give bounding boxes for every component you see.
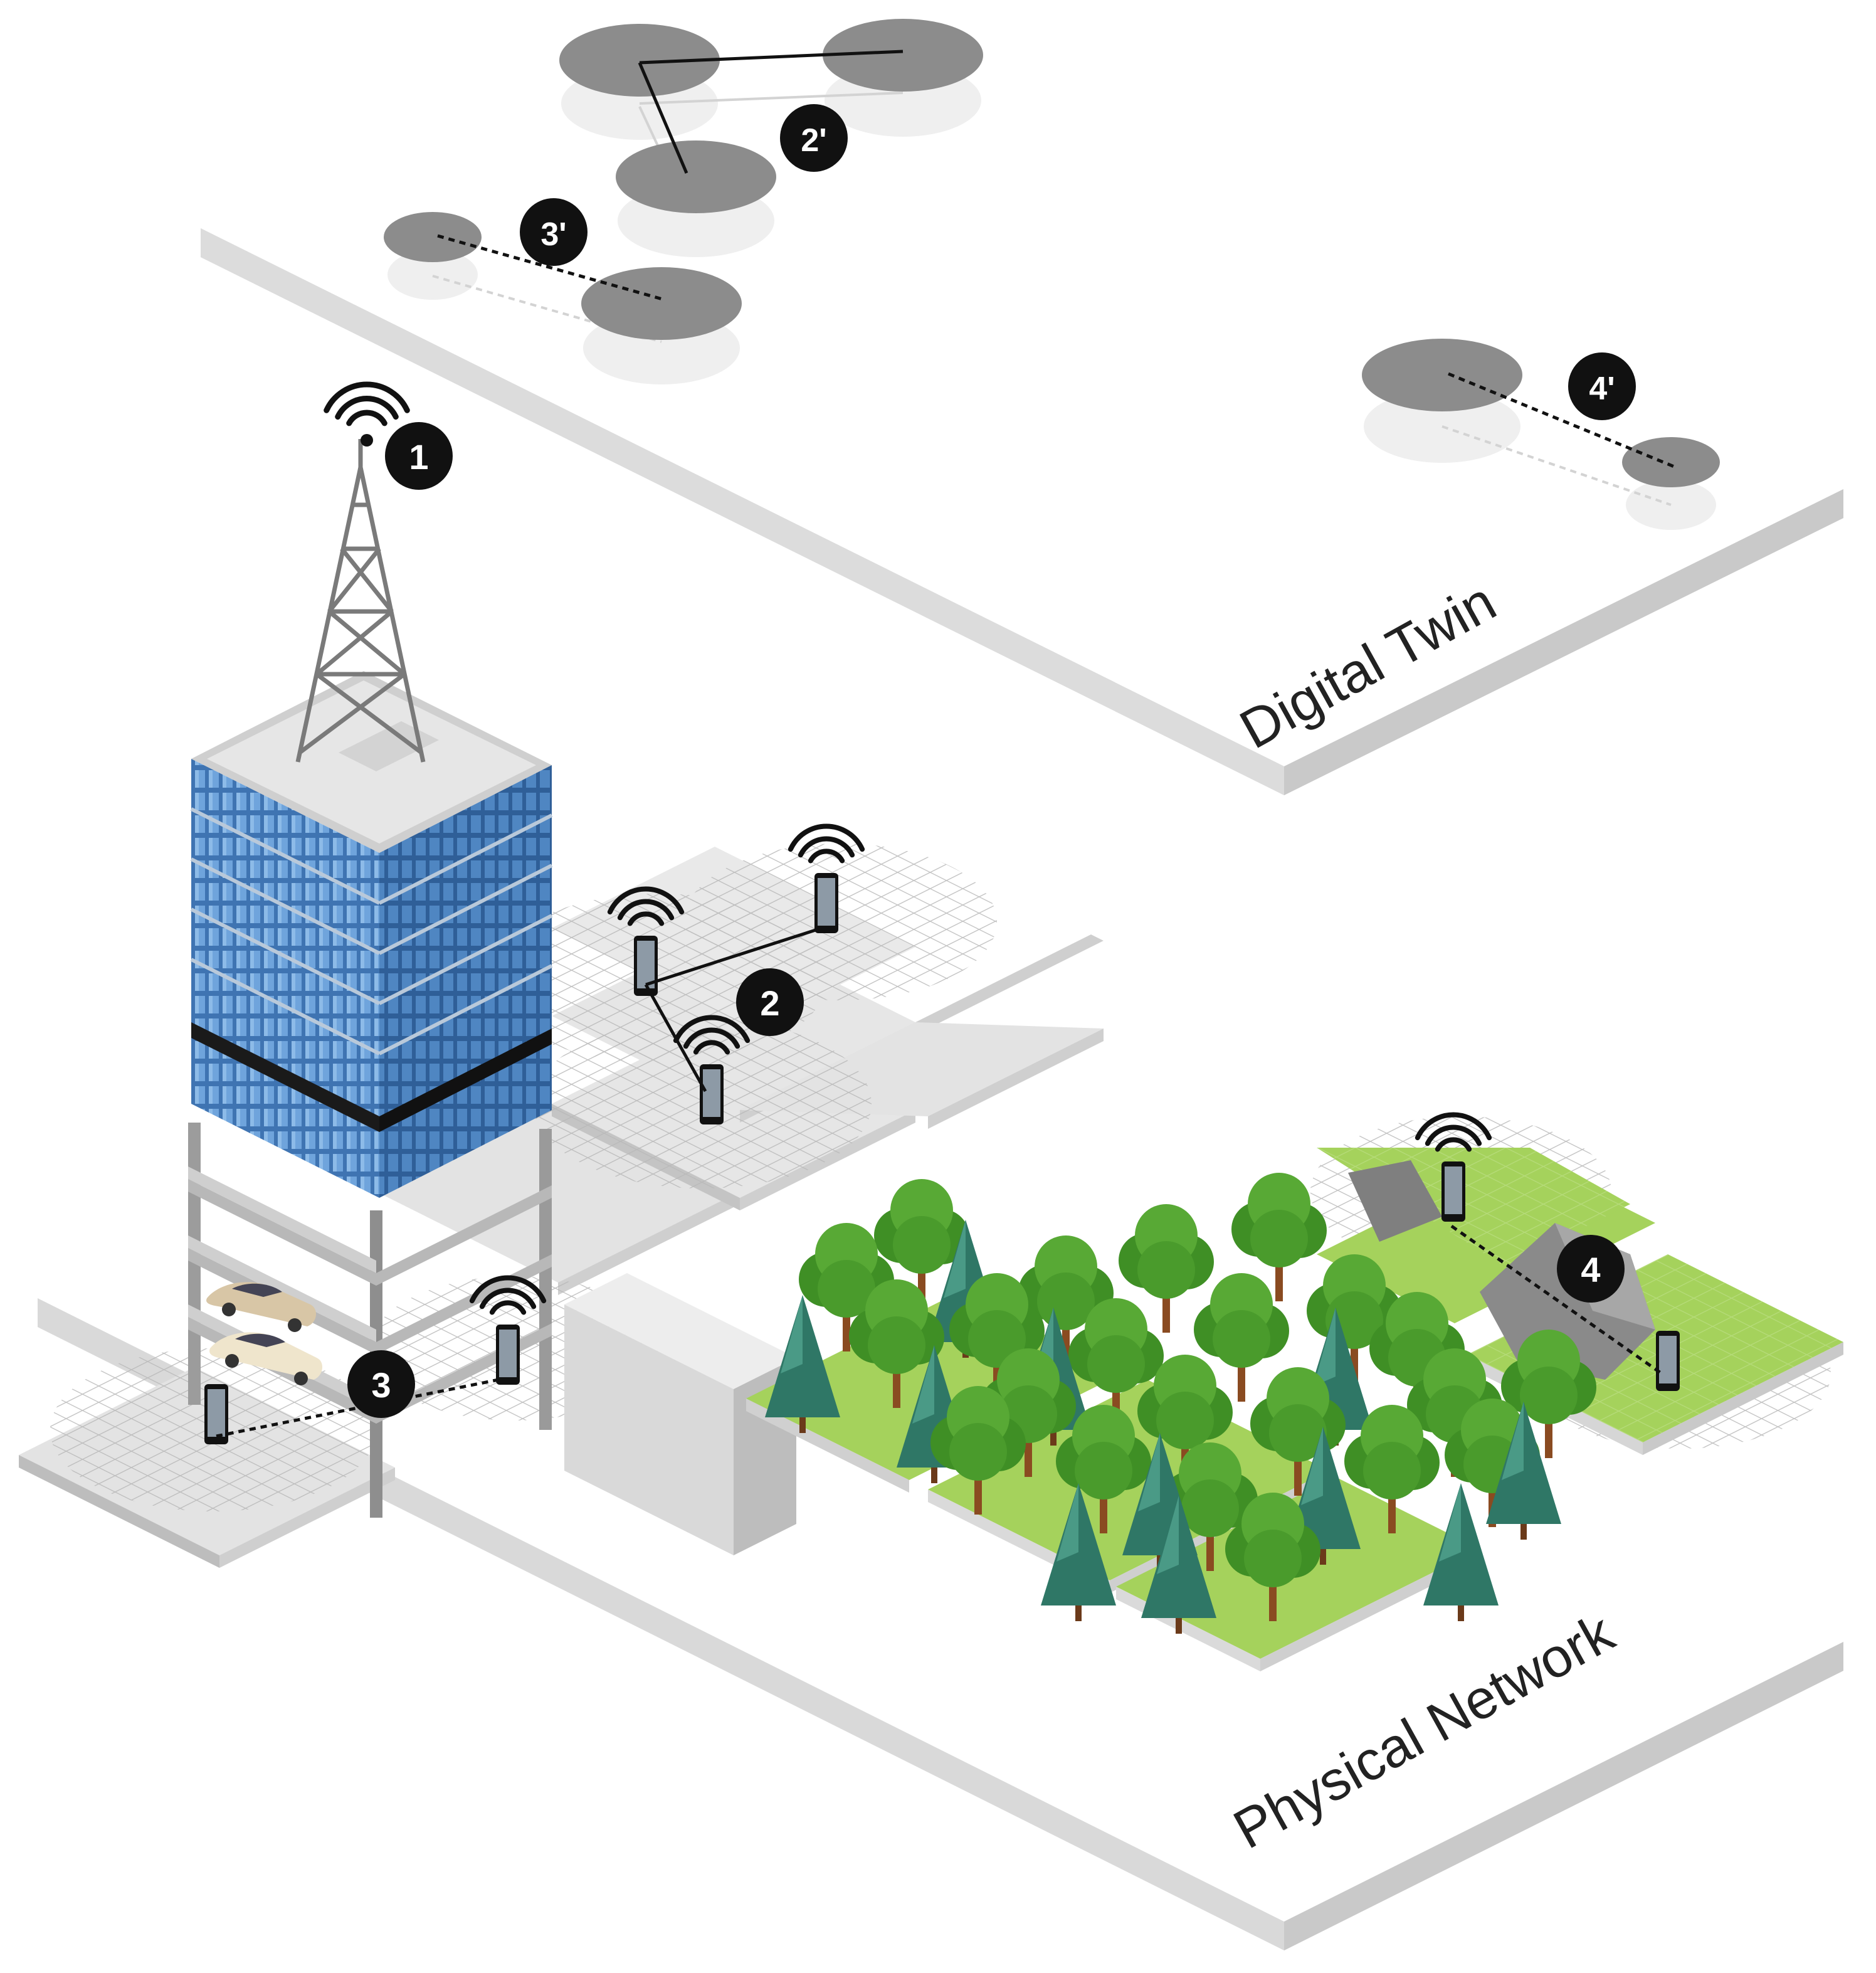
twin-links	[437, 50, 1675, 468]
tree-icon	[1194, 1273, 1289, 1402]
tree-icon	[849, 1279, 944, 1408]
pine-tree-icon	[1423, 1483, 1499, 1621]
car-2	[209, 1332, 323, 1385]
link-2-ab	[645, 926, 822, 987]
tree-icon	[1068, 1298, 1164, 1427]
twin-node-2b	[823, 19, 983, 92]
physical-links	[216, 926, 1663, 1438]
twin-node-2c	[616, 140, 776, 213]
twin-link-2-ac	[638, 62, 688, 174]
smartphone-icon	[634, 936, 658, 996]
pine-tree-icon	[1486, 1402, 1561, 1540]
badge-1: 1	[385, 422, 453, 490]
pine-tree-icon	[1285, 1427, 1361, 1565]
tree-icon	[1250, 1367, 1346, 1496]
twin-link-4	[1448, 372, 1675, 468]
badge-2-prime: 2'	[780, 104, 848, 172]
pine-tree-icon	[1041, 1483, 1116, 1621]
smartphone-icon	[204, 1384, 228, 1444]
office-building	[190, 671, 553, 1198]
tree-icon	[1119, 1204, 1214, 1333]
svg-text:3': 3'	[540, 216, 566, 253]
badge-3-prime: 3'	[520, 198, 588, 266]
smartphone-icon	[496, 1325, 520, 1385]
tree-icon	[799, 1223, 894, 1351]
svg-text:2: 2	[760, 983, 779, 1023]
forest	[765, 1173, 1596, 1634]
smartphone-icon	[1441, 1161, 1465, 1222]
digital-twin-platform: Digital Twin	[201, 228, 1843, 795]
smartphone-icon	[814, 873, 838, 933]
parking-garage	[188, 1123, 552, 1518]
tree-icon	[1501, 1330, 1596, 1458]
pine-tree-icon	[1141, 1496, 1216, 1634]
twin-nodes	[384, 19, 1720, 487]
tree-icon	[1231, 1173, 1327, 1301]
antenna-tip	[361, 434, 373, 447]
badge-4-prime: 4'	[1568, 352, 1636, 420]
svg-text:2': 2'	[801, 122, 826, 159]
link-3	[216, 1378, 499, 1438]
svg-text:1: 1	[409, 437, 428, 477]
twin-link-3	[437, 234, 665, 302]
devices	[204, 826, 1680, 1444]
car-1	[206, 1282, 317, 1332]
twin-node-3a	[384, 212, 482, 262]
smartphone-icon	[700, 1064, 724, 1124]
svg-text:3: 3	[371, 1365, 391, 1405]
badge-2: 2	[736, 968, 804, 1036]
smartphone-icon	[1656, 1331, 1680, 1391]
twin-node-4b	[1622, 437, 1720, 487]
badge-3: 3	[347, 1350, 415, 1418]
svg-text:4: 4	[1581, 1250, 1600, 1289]
wifi-signal-icon	[327, 384, 408, 423]
antenna-tower-icon	[295, 439, 426, 763]
badge-4: 4	[1557, 1235, 1625, 1303]
twin-node-3b	[581, 267, 742, 340]
pine-tree-icon	[765, 1295, 840, 1433]
twin-node-4a	[1362, 339, 1522, 411]
tree-icon	[1137, 1355, 1233, 1483]
tree-icon	[1225, 1493, 1320, 1621]
tree-icon	[930, 1386, 1026, 1515]
tree-icon	[874, 1179, 969, 1308]
link-4	[1450, 1224, 1663, 1375]
twin-link-2-ab	[639, 50, 904, 65]
tree-icon	[1344, 1405, 1440, 1533]
twin-node-2a	[559, 24, 720, 97]
tree-icon	[1056, 1405, 1151, 1533]
svg-text:4': 4'	[1589, 371, 1615, 407]
link-2-ac	[644, 983, 707, 1092]
